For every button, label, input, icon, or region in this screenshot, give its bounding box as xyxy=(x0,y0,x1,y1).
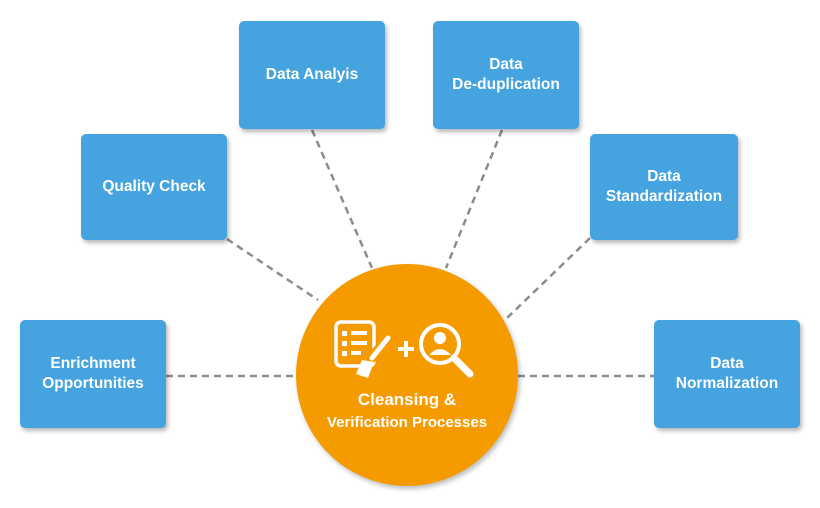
node-label-line1: Data xyxy=(489,56,523,73)
node-data-normalization: Data Normalization xyxy=(654,320,800,428)
hub-title-line2: Verification Processes xyxy=(326,414,488,431)
node-label-line1: Enrichment xyxy=(50,355,136,372)
node-label-line1: Data xyxy=(647,168,681,185)
magnifier-person-icon xyxy=(419,323,474,378)
node-label-line2: Standardization xyxy=(605,188,723,205)
node-label-line2: Normalization xyxy=(675,375,779,392)
node-enrichment-opportunities: Enrichment Opportunities xyxy=(20,320,166,428)
hub-icon-group xyxy=(334,320,474,378)
node-data-deduplication: Data De-duplication xyxy=(433,21,579,129)
node-label-line2: Opportunities xyxy=(42,375,144,392)
plus-icon xyxy=(398,341,414,357)
node-label: Quality Check xyxy=(102,178,206,195)
node-label-line1: Data xyxy=(710,355,744,372)
connector-standardization xyxy=(506,237,591,319)
node-data-standardization: Data Standardization xyxy=(590,134,738,240)
node-data-analysis: Data Analyis xyxy=(239,21,385,129)
hub-circle: Cleansing & Verification Processes xyxy=(296,264,518,486)
connector-quality xyxy=(226,237,319,302)
checklist-icon xyxy=(334,320,393,378)
node-quality-check: Quality Check xyxy=(81,134,227,240)
hub-title-line1: Cleansing & xyxy=(357,390,457,409)
connector-dedup xyxy=(444,129,504,269)
connector-analysis xyxy=(310,129,374,269)
node-label: Data Analyis xyxy=(265,66,359,83)
node-label-line2: De-duplication xyxy=(452,76,560,93)
